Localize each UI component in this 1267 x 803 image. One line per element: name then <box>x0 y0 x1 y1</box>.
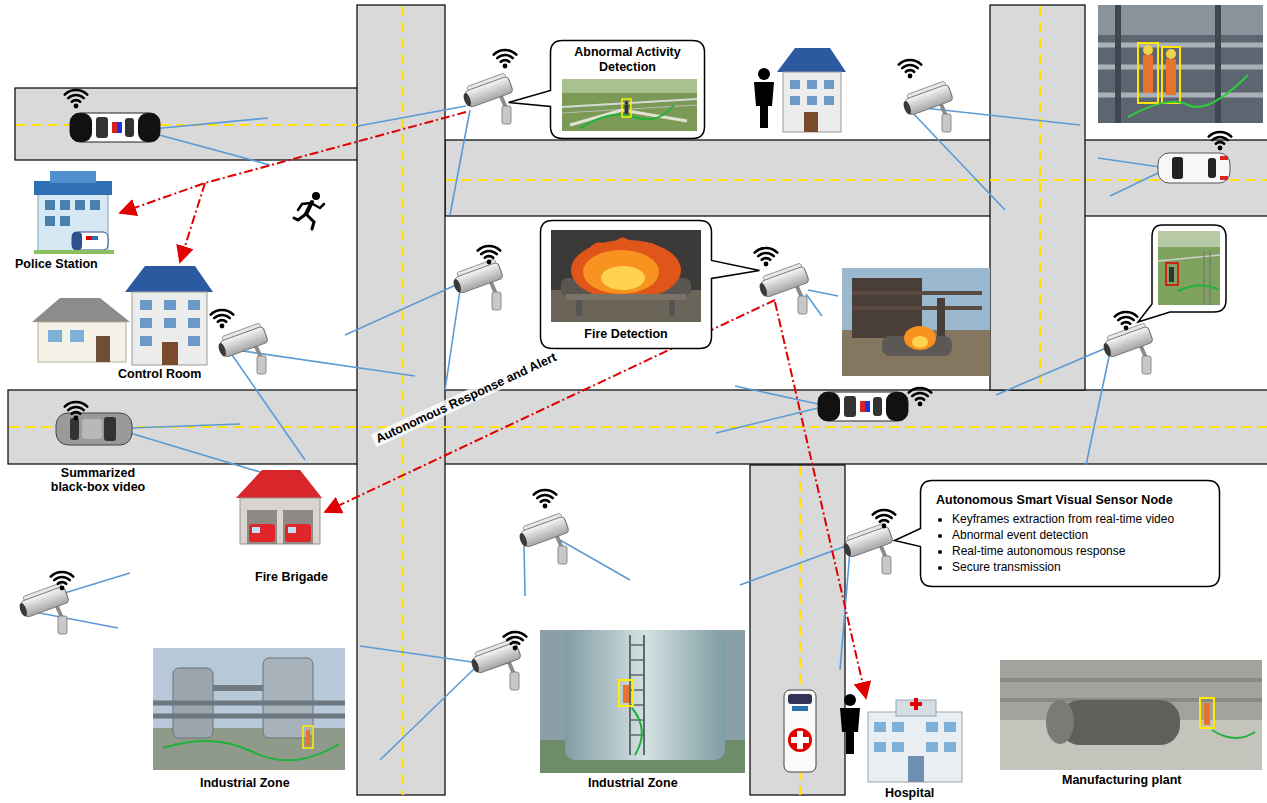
photo <box>562 79 693 131</box>
place-label: Control Room <box>118 367 201 381</box>
photo <box>551 230 701 322</box>
bullet-item: Real-time autonomous response <box>952 543 1206 559</box>
fire-photo <box>551 230 701 322</box>
place-label: Industrial Zone <box>588 776 678 790</box>
bullet-item: Abnormal event detection <box>952 527 1206 543</box>
place-label: Manufacturing plant <box>1062 773 1181 787</box>
callout-bubble: Abnormal Activity Detection <box>550 40 705 139</box>
bubble-shape <box>541 221 760 349</box>
bubble-shape <box>895 481 1220 587</box>
node-label: Abnormal Activity Detection <box>562 45 693 75</box>
bullet-item: Secure transmission <box>952 559 1206 575</box>
place-label: Hospital <box>885 786 934 800</box>
place-label: Industrial Zone <box>200 776 290 790</box>
field-photo <box>562 79 697 131</box>
place-label: Fire Brigade <box>255 570 328 584</box>
place-label: Summarized black-box video <box>43 466 153 494</box>
place-label: Police Station <box>15 257 98 271</box>
bullet-list: Keyframes extraction from real-time vide… <box>936 511 1206 575</box>
callout-bubble: Autonomous Smart Visual Sensor NodeKeyfr… <box>920 480 1220 587</box>
node-label: Fire Detection <box>551 327 701 342</box>
node-heading: Autonomous Smart Visual Sensor Node <box>936 492 1206 508</box>
bubble-shape <box>509 41 705 139</box>
bullet-item: Keyframes extraction from real-time vide… <box>952 511 1206 527</box>
callout-bubble: Fire Detection <box>540 220 712 349</box>
